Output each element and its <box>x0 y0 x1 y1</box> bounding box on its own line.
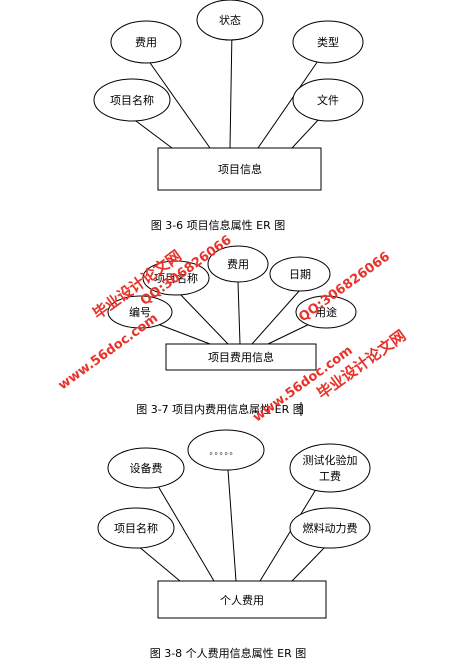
attr-label-equipment-cost: 设备费 <box>130 461 163 475</box>
attr-label-project-name-3: 项目名称 <box>114 521 158 535</box>
attr-label-cost: 费用 <box>135 36 157 49</box>
entity-label-personal-cost: 个人费用 <box>220 594 264 607</box>
watermark-url-left: www.56doc.com <box>56 311 161 393</box>
attr-label-code: 编号 <box>129 305 151 319</box>
attr-ellipse-project-name-2 <box>142 260 210 296</box>
attr-label-fuel-power-cost: 燃料动力费 <box>303 521 358 535</box>
attr-label-testing-cost-line1: 测试化验加 <box>303 453 358 467</box>
attr-label-project-name: 项目名称 <box>110 93 154 107</box>
caption-fig-3-7: 图 3-7 项目内费用信息属性 ER 图 <box>136 402 304 416</box>
attr-ellipse-testing-cost <box>289 443 371 493</box>
caption-fig-3-6: 图 3-6 项目信息属性 ER 图 <box>151 218 286 232</box>
attr-ellipse-project-name <box>93 78 171 122</box>
caption-fig-3-8: 图 3-8 个人费用信息属性 ER 图 <box>150 646 307 660</box>
attr-ellipse-status <box>196 0 264 41</box>
attr-ellipse-date <box>269 256 331 292</box>
er-diagram-project-info-labels: 状态 费用 类型 项目名称 文件 项目信息 <box>110 13 339 176</box>
entity-box-project-cost-info <box>165 343 317 371</box>
entity-box-project-info <box>157 147 322 191</box>
er-diagram-project-cost-info-labels: 费用 项目名称 日期 编号 用途 项目费用信息 <box>129 258 337 364</box>
entity-label-project-cost-info: 项目费用信息 <box>208 350 274 364</box>
entity-box-personal-cost <box>157 580 327 619</box>
attr-label-project-name-2: 项目名称 <box>154 271 198 285</box>
attr-ellipse-file <box>292 78 364 122</box>
er-diagram-project-cost-info <box>107 245 357 371</box>
attr-label-date: 日期 <box>289 268 311 281</box>
attr-label-purpose: 用途 <box>315 305 337 319</box>
attr-ellipse-equipment-cost <box>107 447 185 489</box>
attr-label-file: 文件 <box>317 93 339 107</box>
attr-label-testing-cost-line2: 工费 <box>319 470 341 483</box>
attr-label-type: 类型 <box>317 35 339 49</box>
attr-ellipse-ellipsis <box>187 429 265 471</box>
er-diagram-project-info <box>93 0 364 191</box>
attr-ellipse-cost <box>110 20 182 64</box>
attr-ellipse-cost-2 <box>207 245 269 283</box>
entity-label-project-info: 项目信息 <box>218 162 262 176</box>
attr-label-ellipsis: 。。。。。 <box>210 447 239 456</box>
attr-ellipse-type <box>292 20 364 64</box>
attr-label-cost-2: 费用 <box>227 258 249 271</box>
attr-label-status: 状态 <box>219 13 241 27</box>
attr-ellipse-code <box>107 295 173 329</box>
attr-ellipse-project-name-3 <box>97 507 175 549</box>
er-diagram-personal-cost <box>97 429 371 619</box>
attr-ellipse-fuel-power-cost <box>289 507 371 549</box>
attr-ellipse-purpose <box>295 295 357 329</box>
er-diagram-personal-cost-labels: 。。。。。 设备费 测试化验加 工费 项目名称 燃料动力费 个人费用 <box>114 447 358 607</box>
